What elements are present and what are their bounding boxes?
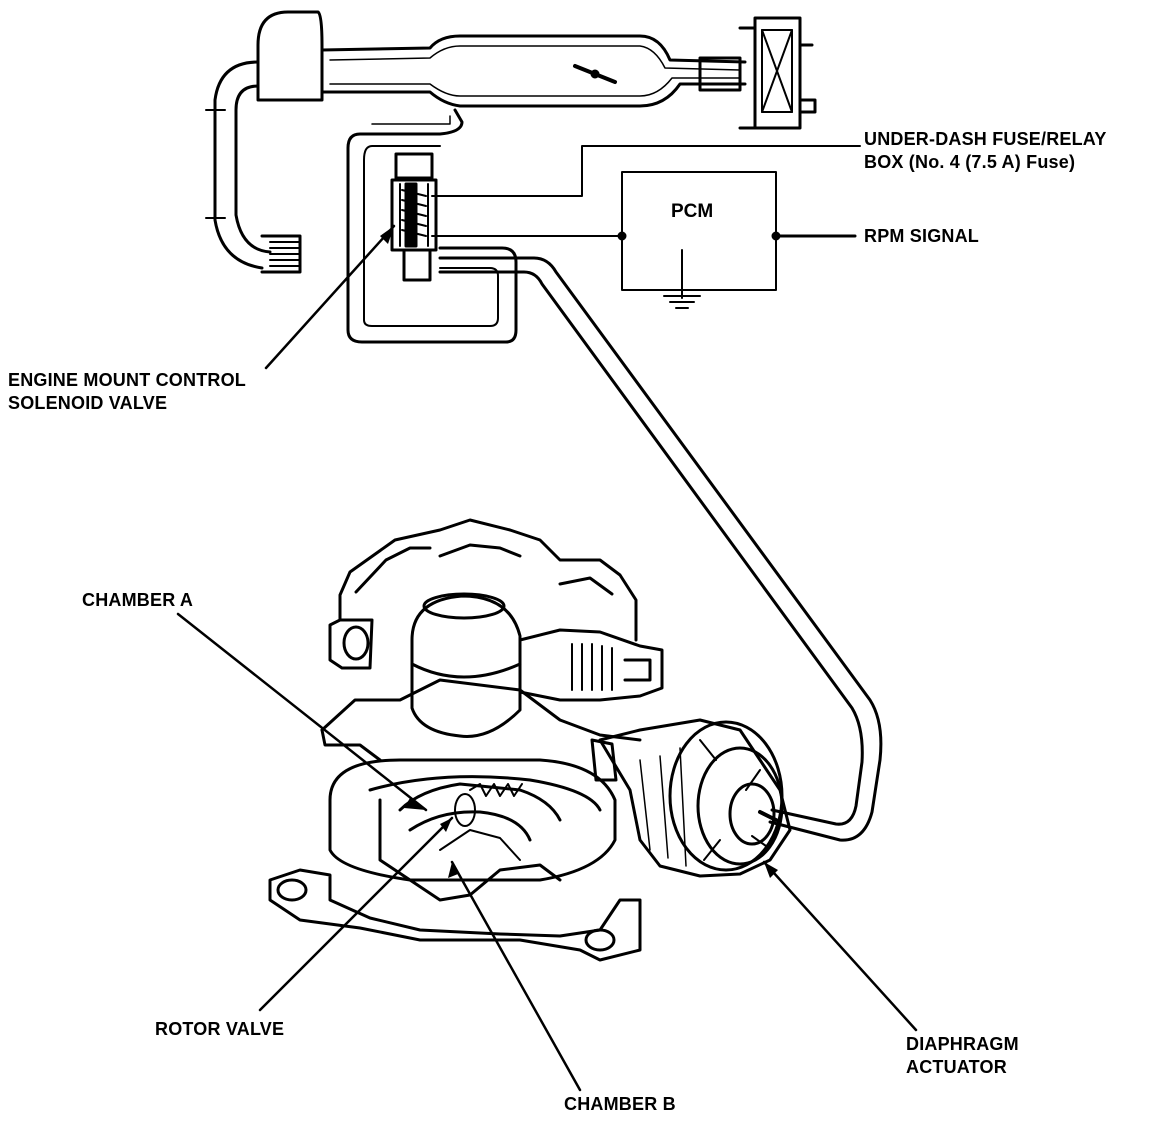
leader-actuator <box>762 860 918 1032</box>
solenoid-valve-label-line1: ENGINE MOUNT CONTROL <box>8 370 246 390</box>
leader-chamber-a <box>176 612 428 812</box>
fuse-box-label-line1: UNDER-DASH FUSE/RELAY <box>864 129 1107 149</box>
leader-rotor-valve <box>258 816 454 1012</box>
leader-lines <box>176 224 918 1092</box>
vacuum-hoses <box>346 108 883 842</box>
arrowheads <box>380 226 778 878</box>
chamber-a-label: CHAMBER A <box>82 590 194 610</box>
intake-duct <box>205 10 817 274</box>
solenoid-valve-label: ENGINE MOUNT CONTROL SOLENOID VALVE <box>8 369 246 415</box>
diaphragm-actuator-label-line2: ACTUATOR <box>906 1057 1007 1077</box>
diaphragm-actuator-label-line1: DIAPHRAGM <box>906 1034 1019 1054</box>
rpm-signal-label: RPM SIGNAL <box>864 226 980 246</box>
pcm-label: PCM <box>671 201 714 222</box>
solenoid-valve-label-line2: SOLENOID VALVE <box>8 393 168 413</box>
fuse-box-label: UNDER-DASH FUSE/RELAY BOX (No. 4 (7.5 A)… <box>864 128 1107 174</box>
chamber-b-label: CHAMBER B <box>564 1094 676 1114</box>
wiring <box>431 145 861 309</box>
engine-mount <box>268 518 792 962</box>
diaphragm-actuator-label: DIAPHRAGM ACTUATOR <box>906 1033 1019 1079</box>
rotor-valve-label: ROTOR VALVE <box>155 1019 285 1039</box>
leader-chamber-b <box>450 860 582 1092</box>
solenoid-valve-body <box>390 152 438 282</box>
leader-solenoid <box>264 224 396 370</box>
fuse-box-label-line2: BOX (No. 4 (7.5 A) Fuse) <box>864 152 1076 172</box>
